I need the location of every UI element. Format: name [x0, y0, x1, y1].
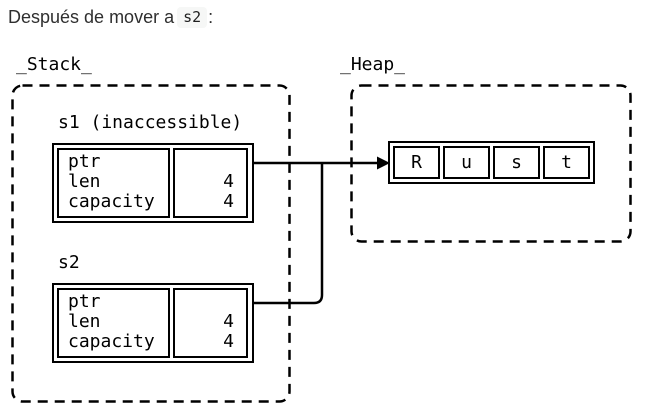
value-ptr [175, 152, 234, 172]
field-label-capacity: capacity [68, 191, 155, 212]
s2-field-names: ptr len capacity [57, 288, 170, 358]
s2-frame-table: ptr len capacity 4 4 [52, 283, 254, 363]
s2-frame-label: s2 [58, 252, 80, 273]
s1-frame-label: s1 (inaccessible) [58, 112, 243, 133]
field-label-len: len [68, 171, 101, 192]
field-label-ptr: ptr [68, 291, 101, 312]
s1-field-values: 4 4 [173, 148, 248, 218]
s1-field-names: ptr len capacity [57, 148, 170, 218]
s1-frame-table: ptr len capacity 4 4 [52, 143, 254, 223]
field-label-ptr: ptr [68, 151, 101, 172]
caption-colon: : [208, 7, 214, 27]
caption-text: Después de mover a [8, 7, 175, 27]
field-label-len: len [68, 311, 101, 332]
heap-byte-cell: t [543, 146, 590, 179]
value-len: 4 [223, 311, 234, 332]
heap-section-label: _Heap_ [340, 54, 406, 75]
value-ptr [175, 292, 234, 312]
heap-byte-cell: s [493, 146, 540, 179]
caption-code-s2: s2 [177, 7, 208, 28]
stack-section-label: _Stack_ [16, 54, 92, 75]
value-capacity: 4 [223, 331, 234, 352]
value-capacity: 4 [223, 191, 234, 212]
heap-byte-cell: R [393, 146, 440, 179]
s2-field-values: 4 4 [173, 288, 248, 358]
field-label-capacity: capacity [68, 331, 155, 352]
heap-byte-cell: u [443, 146, 490, 179]
value-len: 4 [223, 171, 234, 192]
heap-string-table: R u s t [388, 141, 595, 184]
